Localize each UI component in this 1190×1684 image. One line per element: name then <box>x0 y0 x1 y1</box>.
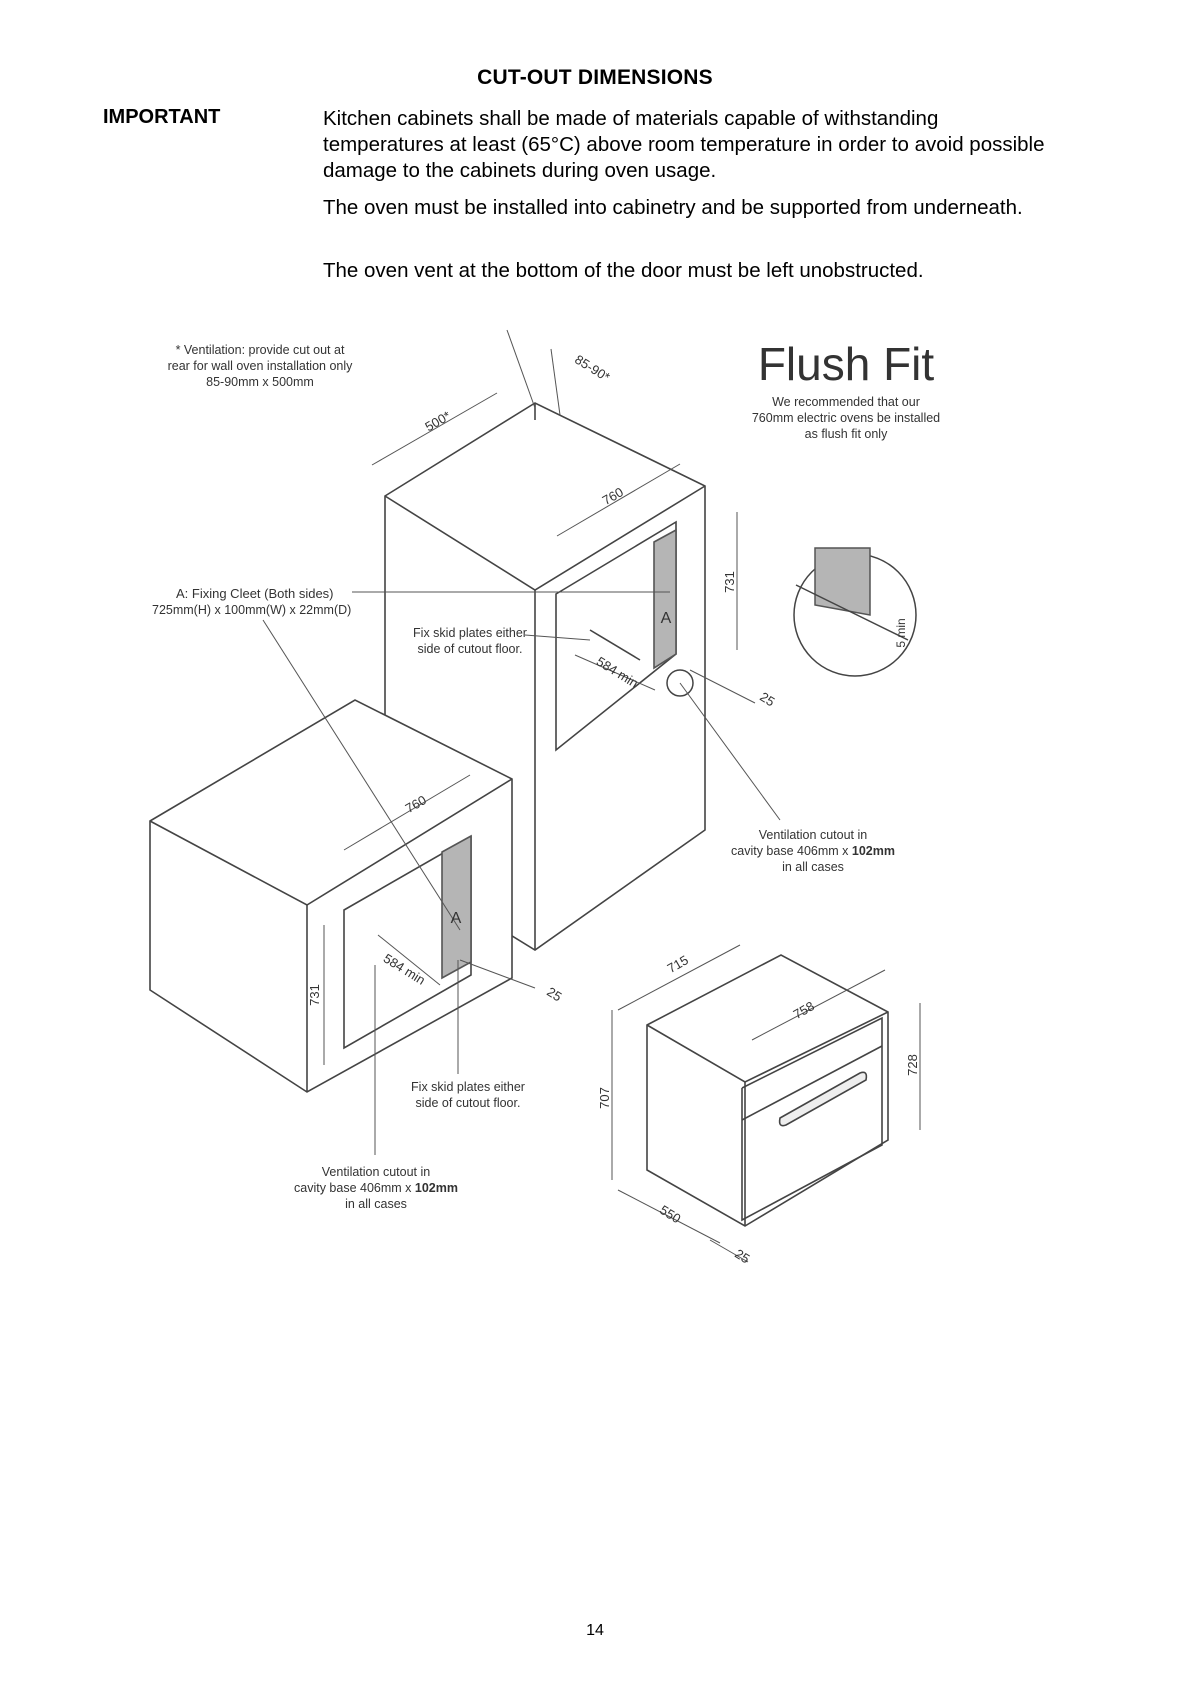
flush-fit-note-line-2: 760mm electric ovens be installed <box>752 411 940 425</box>
flush-fit-note-line-1: We recommended that our <box>772 395 920 409</box>
vent-cutout-right-line-1: Ventilation cutout in <box>759 828 867 842</box>
dim-731-tall: 731 <box>722 571 737 593</box>
skid-plates-bottom-line-1: Fix skid plates either <box>411 1080 525 1094</box>
marker-a-tall: A <box>661 610 672 627</box>
fixing-cleet-line-1: A: Fixing Cleet (Both sides) <box>176 586 334 601</box>
paragraph-cabinet-materials: Kitchen cabinets shall be made of materi… <box>323 107 1045 182</box>
dimension-lines <box>262 329 921 1263</box>
vent-cutout-right-line-3: in all cases <box>782 860 844 874</box>
page-number: 14 <box>586 1622 604 1639</box>
important-label: IMPORTANT <box>103 106 221 128</box>
skid-plates-bottom-line-2: side of cutout floor. <box>416 1096 521 1110</box>
vent-cutout-left-size-bold: 102mm <box>415 1181 458 1195</box>
dim-25-low: 25 <box>544 984 564 1004</box>
paragraph-vent: The oven vent at the bottom of the door … <box>323 259 924 282</box>
dim-731-low: 731 <box>307 984 322 1006</box>
skid-plates-top-line-1: Fix skid plates either <box>413 626 527 640</box>
fixing-cleet-line-2: 725mm(H) x 100mm(W) x 22mm(D) <box>152 603 351 617</box>
flush-fit-note-line-3: as flush fit only <box>805 427 888 441</box>
dim-550: 550 <box>657 1202 683 1226</box>
detail-callout <box>666 547 917 697</box>
dim-25-tall: 25 <box>757 689 777 709</box>
low-cabinet <box>149 699 513 1093</box>
ventilation-note-line-1: * Ventilation: provide cut out at <box>176 343 345 357</box>
vent-cutout-right-size-bold: 102mm <box>852 844 895 858</box>
page-title: CUT-OUT DIMENSIONS <box>477 66 713 89</box>
dim-25-oven: 25 <box>732 1246 752 1266</box>
vent-cutout-left-line-3: in all cases <box>345 1197 407 1211</box>
flush-fit-title: Flush Fit <box>758 338 935 390</box>
ventilation-note-line-2: rear for wall oven installation only <box>168 359 354 373</box>
dim-728: 728 <box>905 1054 920 1076</box>
dim-500: 500* <box>422 408 453 434</box>
skid-plates-top-line-2: side of cutout floor. <box>418 642 523 656</box>
vent-cutout-left-line-2: cavity base 406mm x 102mm <box>294 1181 458 1195</box>
paragraph-support: The oven must be installed into cabinetr… <box>323 196 1023 219</box>
dim-715: 715 <box>665 952 691 976</box>
vent-cutout-right-line-2: cavity base 406mm x 102mm <box>731 844 895 858</box>
oven-unit <box>646 954 889 1227</box>
vent-cutout-left-size: cavity base 406mm x <box>294 1181 415 1195</box>
ventilation-note-line-3: 85-90mm x 500mm <box>206 375 314 389</box>
dim-707: 707 <box>597 1087 612 1109</box>
dim-5-min: 5 min <box>894 618 908 647</box>
vent-cutout-left-line-1: Ventilation cutout in <box>322 1165 430 1179</box>
dim-85-90: 85-90* <box>572 352 612 385</box>
vent-cutout-right-size: cavity base 406mm x <box>731 844 852 858</box>
marker-a-low: A <box>451 910 462 927</box>
